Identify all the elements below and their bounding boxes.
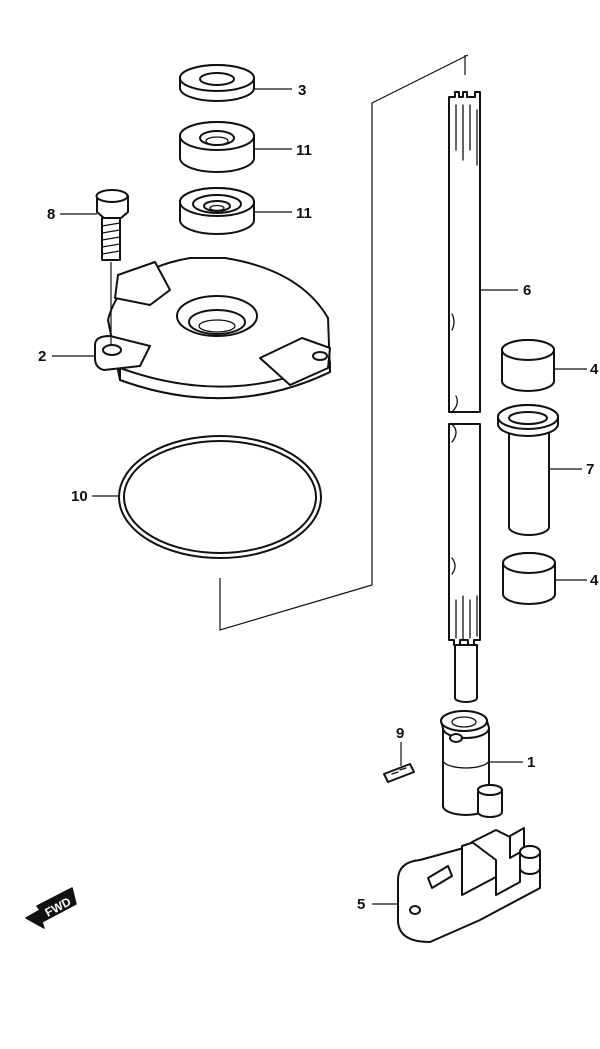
callout-4-lower: 4 xyxy=(590,572,599,589)
oil-seal-upper-part xyxy=(179,121,255,173)
callout-3: 3 xyxy=(298,82,306,99)
callout-7: 7 xyxy=(586,461,594,478)
assembly-bracket xyxy=(219,54,469,631)
callout-4-upper: 4 xyxy=(590,361,599,378)
pin-part xyxy=(383,763,415,783)
shift-cam-part xyxy=(397,827,541,943)
callout-8: 8 xyxy=(47,206,55,223)
o-ring-part xyxy=(118,435,322,559)
callout-2: 2 xyxy=(38,348,46,365)
forward-arrow-icon: FWD xyxy=(25,887,77,929)
long-bushing-part xyxy=(497,404,559,536)
bushing-upper-part xyxy=(501,339,555,392)
callout-11-lower: 11 xyxy=(296,205,312,222)
housing-cover-part xyxy=(94,257,331,400)
leader-lines xyxy=(52,88,587,905)
rod-joint-part xyxy=(440,710,503,818)
callout-5: 5 xyxy=(357,896,365,913)
washer-part xyxy=(179,64,255,102)
callout-11-upper: 11 xyxy=(296,142,312,159)
bushing-lower-part xyxy=(502,552,556,605)
callout-10: 10 xyxy=(71,488,88,505)
callout-6: 6 xyxy=(523,282,531,299)
oil-seal-lower-part xyxy=(179,187,255,235)
callout-9: 9 xyxy=(396,725,404,742)
callout-1: 1 xyxy=(527,754,535,771)
bolt-part xyxy=(95,189,129,261)
shift-rod-part xyxy=(448,91,481,703)
